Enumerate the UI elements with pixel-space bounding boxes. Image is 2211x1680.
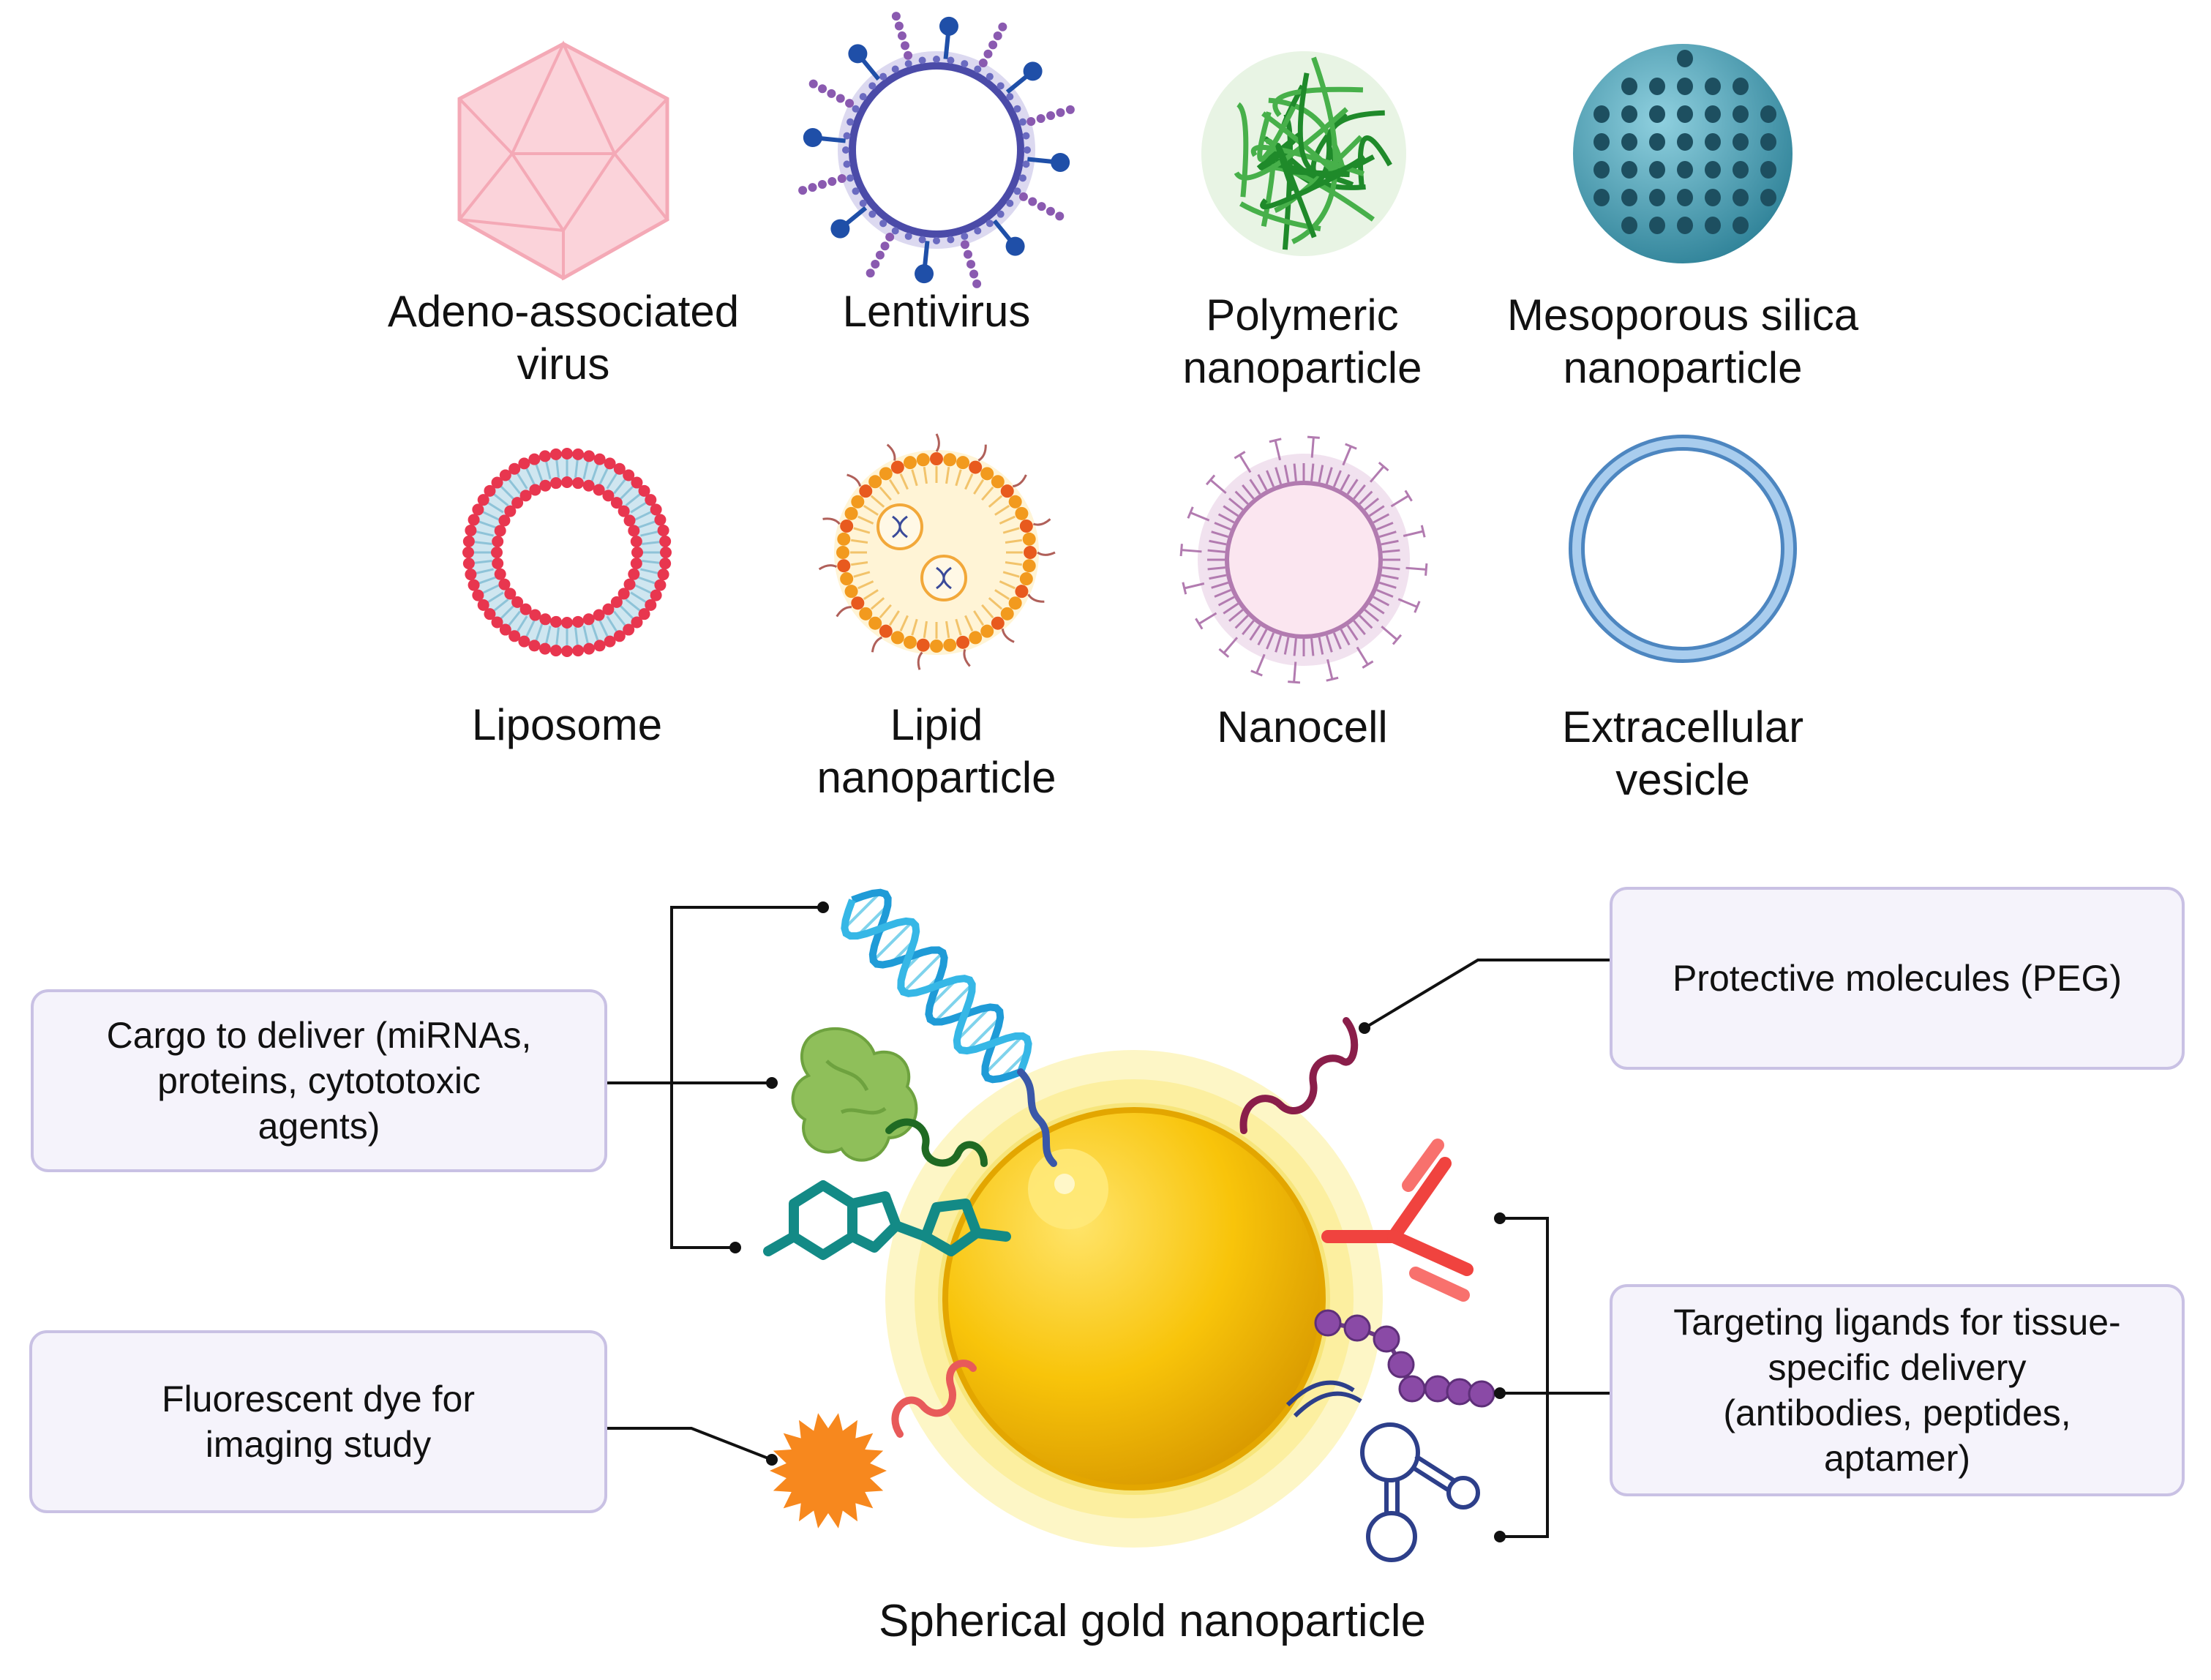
callout-cargo: Cargo to deliver (miRNAs, proteins, cyto… — [31, 989, 607, 1172]
carrier-label-lentivirus: Lentivirus — [842, 287, 1031, 336]
carrier-label-polymeric: Polymeric nanoparticle — [1182, 290, 1422, 392]
carrier-label-silica: Mesoporous silica nanoparticle — [1506, 290, 1859, 392]
lentivirus-icon — [798, 12, 1075, 288]
callout-dye: Fluorescent dye for imaging study — [29, 1330, 607, 1513]
mesoporous-silica-icon — [1573, 44, 1793, 263]
peptide-icon — [1314, 1309, 1495, 1408]
liposome-icon — [462, 448, 672, 657]
carrier-label-liposome: Liposome — [471, 700, 663, 749]
extracellular-vesicle-icon — [1569, 435, 1797, 663]
protein-cargo-icon — [791, 1027, 988, 1167]
gold-nanoparticle — [885, 1050, 1383, 1548]
connector-lines — [607, 906, 1610, 1538]
callout-targeting: Targeting ligands for tissue- specific d… — [1610, 1284, 2185, 1496]
carrier-label-aav: Adeno-associated virus — [387, 287, 740, 389]
carrier-label-vesicle: Extracellular vesicle — [1561, 702, 1804, 804]
callout-peg: Protective molecules (PEG) — [1610, 887, 2185, 1070]
polymeric-nanoparticle-icon — [1201, 51, 1406, 256]
carrier-label-nanocell: Nanocell — [1217, 702, 1388, 751]
peg-chain-icon — [1239, 1017, 1359, 1134]
nanocell-icon — [1179, 435, 1428, 684]
aav-icon — [457, 40, 670, 281]
antibody-icon — [1321, 1139, 1474, 1302]
lipid-nanoparticle-icon — [818, 433, 1056, 670]
carrier-label-lipid: Lipid nanoparticle — [817, 700, 1056, 802]
aptamer-icon — [1285, 1380, 1480, 1562]
gold-nanoparticle-caption: Spherical gold nanoparticle — [879, 1596, 1426, 1646]
connector-dots — [729, 901, 1506, 1542]
dna-cargo-icon — [841, 888, 1057, 1167]
fluorescent-dye-icon — [770, 1360, 977, 1529]
small-molecule-cargo-icon — [763, 1180, 1011, 1260]
